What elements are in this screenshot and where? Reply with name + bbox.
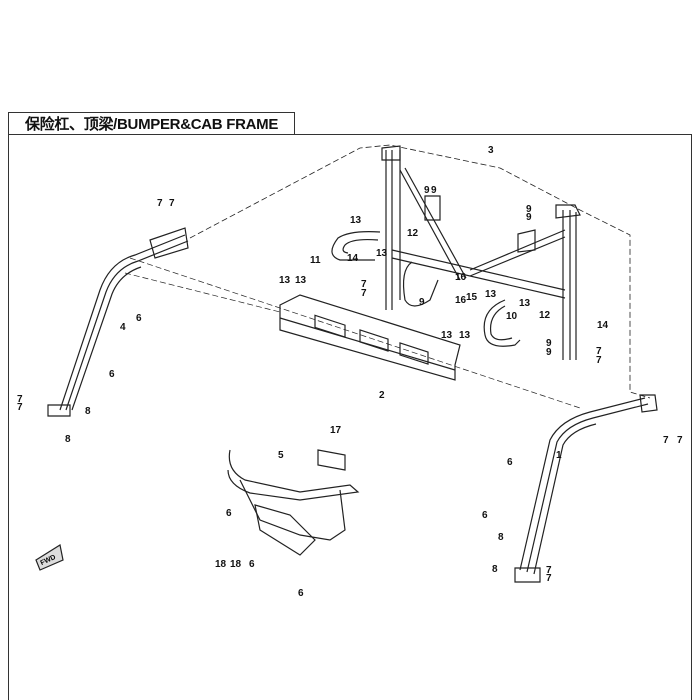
part-callout-11: 11 [310,255,321,266]
part-callout-8: 8 [498,532,504,543]
part-callout-6: 6 [226,508,232,519]
part-callout-6: 6 [507,457,513,468]
left-roll-bar-part-4 [47,227,189,417]
part-callout-7: 7 [157,198,163,209]
diagram-frame [8,134,692,700]
part-callout-7: 7 [169,198,175,209]
grab-bar-part-11 [331,231,381,261]
assembly-guide-line [124,272,281,313]
fwd-arrow-icon [35,544,64,571]
part-callout-7: 7 [596,355,602,366]
part-callout-3: 3 [488,145,494,156]
part-callout-6: 6 [482,510,488,521]
part-callout-16: 16 [455,295,467,306]
part-callout-18: 18 [230,559,242,570]
right-roll-bar-part-1 [514,394,658,583]
part-callout-17: 17 [330,425,342,436]
assembly-guide-line [189,144,651,399]
grab-bar-part-12 [402,261,439,307]
part-callout-13: 13 [295,275,307,286]
part-callout-13: 13 [441,330,453,341]
part-callout-9: 9 [424,185,430,196]
part-callout-13: 13 [485,289,497,300]
part-callout-7: 7 [361,288,367,299]
part-callout-7: 7 [17,402,23,413]
part-callout-6: 6 [109,369,115,380]
part-callout-6: 6 [136,313,142,324]
part-callout-6: 6 [298,588,304,599]
bracket-part-17 [317,449,346,471]
part-callout-1: 1 [556,450,562,461]
part-callout-13: 13 [519,298,531,309]
part-callout-7: 7 [677,435,683,446]
part-callout-13: 13 [350,215,362,226]
part-callout-8: 8 [65,434,71,445]
part-callout-7: 7 [663,435,669,446]
part-callout-18: 18 [215,559,227,570]
part-callout-13: 13 [459,330,471,341]
grab-bar-part-10 [483,299,521,347]
part-callout-6: 6 [249,559,255,570]
part-callout-13: 13 [279,275,291,286]
part-callout-10: 10 [506,311,518,322]
part-callout-4: 4 [120,322,126,333]
part-callout-16: 16 [455,272,467,283]
front-bumper-part-5 [227,449,360,556]
part-callout-9: 9 [431,185,437,196]
part-callout-13: 13 [376,248,388,259]
part-callout-14: 14 [347,253,359,264]
part-callout-9: 9 [546,347,552,358]
part-callout-7: 7 [361,279,367,290]
part-callout-9: 9 [526,204,532,215]
part-callout-7: 7 [546,565,552,576]
part-callout-14: 14 [597,320,609,331]
roof-panel-part-2 [279,294,461,381]
rear-cab-frame-part-3 [381,145,581,360]
part-callout-8: 8 [85,406,91,417]
part-callout-15: 15 [466,292,478,303]
part-callout-7: 7 [17,394,23,405]
part-callout-2: 2 [379,390,385,401]
part-callout-9: 9 [419,297,425,308]
part-callout-5: 5 [278,450,284,461]
part-callout-9: 9 [546,338,552,349]
part-callout-7: 7 [546,573,552,584]
assembly-guide-line [129,257,581,409]
part-callout-9: 9 [526,212,532,223]
part-callout-12: 12 [539,310,551,321]
part-callout-12: 12 [407,228,419,239]
diagram-title: 保险杠、顶梁/BUMPER&CAB FRAME [8,112,295,135]
part-callout-7: 7 [596,346,602,357]
part-callout-8: 8 [492,564,498,575]
